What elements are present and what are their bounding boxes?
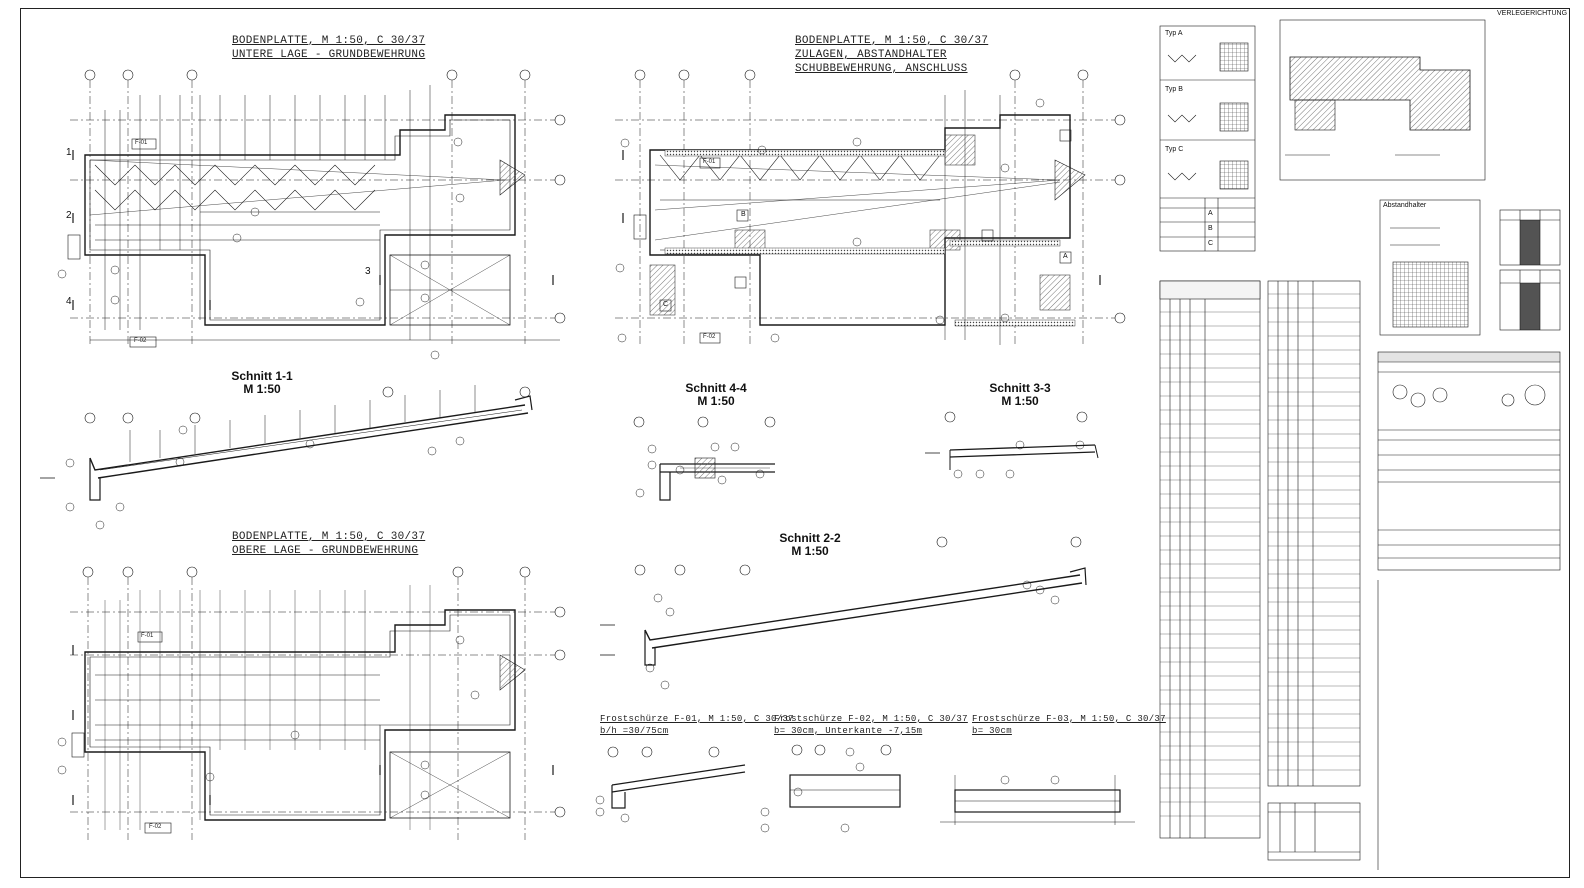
section-1-1 xyxy=(40,385,533,530)
cut-marker-2: 2 xyxy=(66,210,72,221)
legend-typ-c: Typ C xyxy=(1165,146,1184,153)
tag-f02-lower: F-02 xyxy=(134,338,147,344)
section-3-3 xyxy=(925,411,1099,479)
box-marker-b: B xyxy=(741,211,746,218)
plan-extra xyxy=(615,69,1126,345)
plan-lower xyxy=(57,69,566,360)
tag-f02-extra: F-02 xyxy=(703,334,716,340)
legend-box-c: C xyxy=(1208,240,1214,247)
tag-f01-upper: F-01 xyxy=(141,633,154,639)
section-2-2 xyxy=(600,536,1087,690)
frost-f01 xyxy=(595,746,746,823)
lay-direction-label: VERLEGERICHTUNG xyxy=(1497,10,1568,17)
frost-f03 xyxy=(940,775,1135,825)
spacer-title: Abstandhalter xyxy=(1383,202,1427,209)
drawing-sheet xyxy=(20,8,1570,878)
legend-typ-b: Typ B xyxy=(1165,86,1183,93)
tag-f01-extra: F-01 xyxy=(703,159,716,165)
cut-marker-3: 3 xyxy=(365,266,371,277)
box-marker-a: A xyxy=(1063,253,1068,260)
cut-marker-1: 1 xyxy=(66,147,72,158)
plan-upper xyxy=(57,566,566,840)
box-marker-c: C xyxy=(663,301,669,308)
legend-box-b: B xyxy=(1208,225,1213,232)
frost-f02 xyxy=(760,744,901,833)
cut-marker-4: 4 xyxy=(66,296,72,307)
section-4-4 xyxy=(633,416,776,501)
legend-box-a: A xyxy=(1208,210,1213,217)
tag-f02-upper: F-02 xyxy=(149,824,162,830)
tag-f01-lower: F-01 xyxy=(135,140,148,146)
legend-typ-a: Typ A xyxy=(1165,30,1183,37)
